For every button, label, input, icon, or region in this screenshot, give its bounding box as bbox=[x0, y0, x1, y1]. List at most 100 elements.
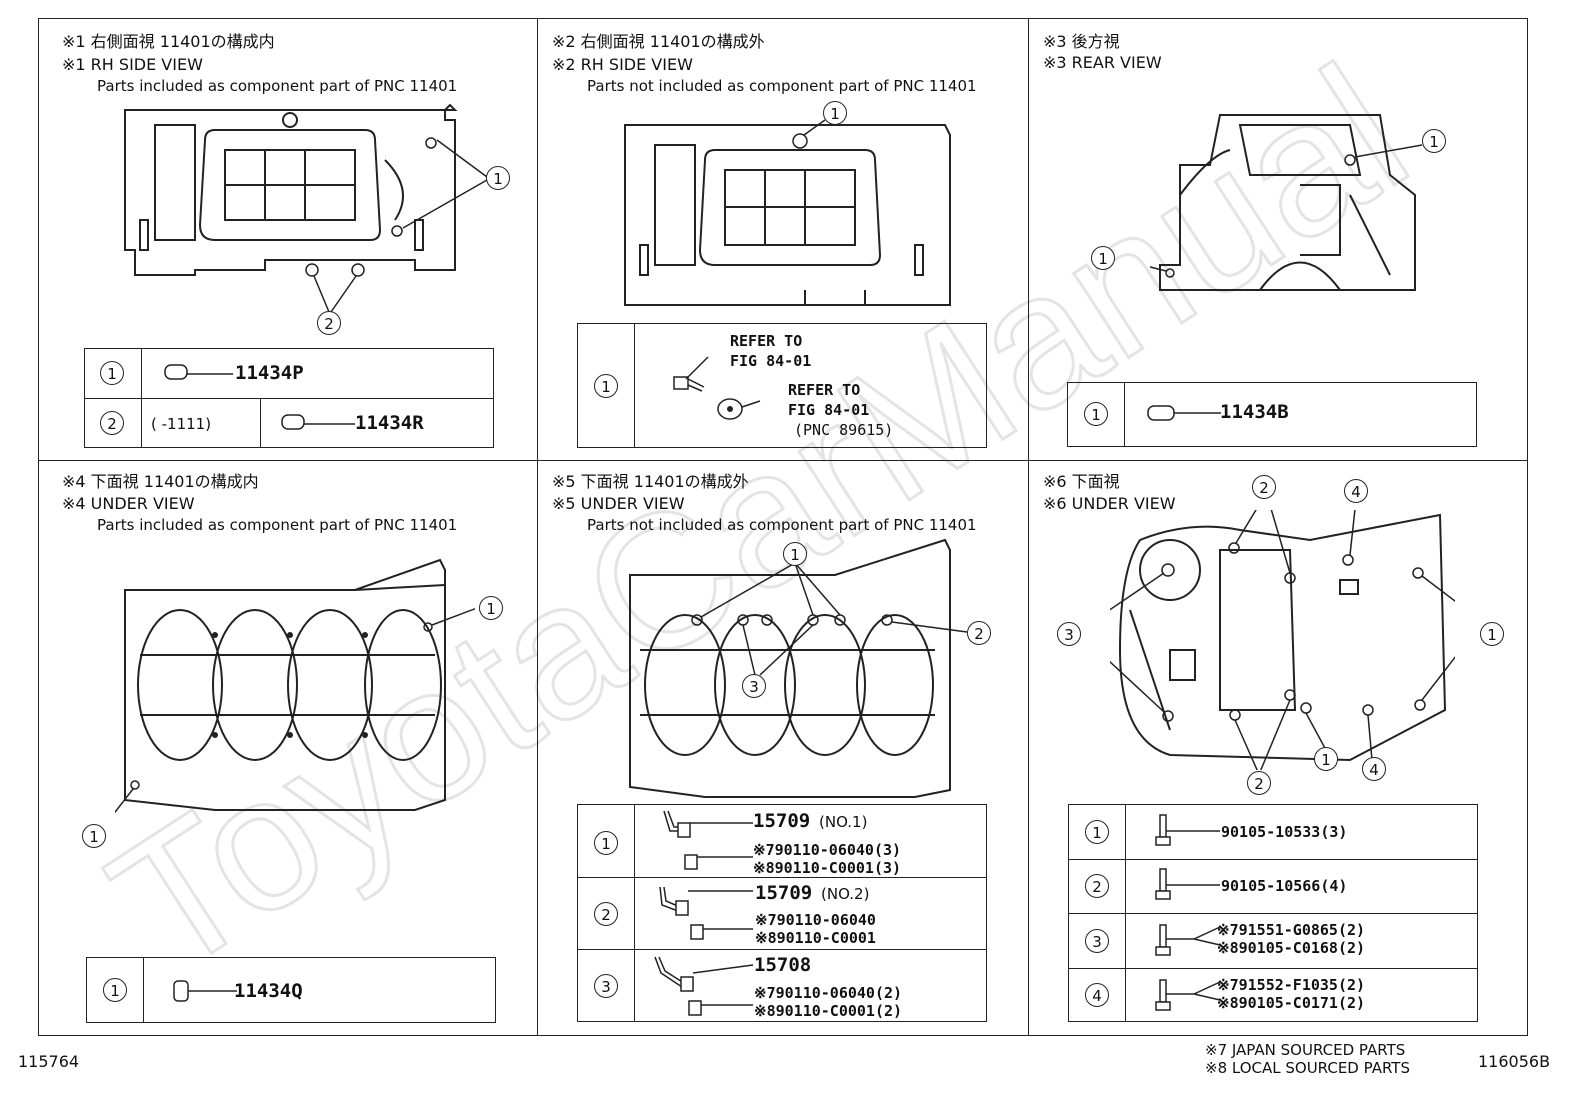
callout-4: 4 bbox=[1344, 479, 1368, 503]
bolt-part-number: 90105-10566(4) bbox=[1221, 877, 1348, 895]
callout-1: 1 bbox=[1091, 246, 1115, 270]
callout-2: 2 bbox=[317, 311, 341, 335]
row-marker-1: 1 bbox=[594, 374, 618, 398]
panel-title-en: ※5 UNDER VIEW bbox=[552, 494, 685, 513]
engine-block-side-drawing bbox=[624, 119, 951, 306]
row-marker-1: 1 bbox=[1085, 820, 1109, 844]
grid-divider bbox=[1028, 18, 1029, 1036]
bolt-icon bbox=[1155, 979, 1221, 1011]
table-row-divider bbox=[578, 949, 986, 950]
table-divider bbox=[634, 805, 635, 1021]
part-number: 11434B bbox=[1220, 401, 1289, 423]
refer-text: REFER TO bbox=[730, 332, 803, 350]
grid-divider bbox=[537, 18, 538, 1036]
table-row-divider bbox=[1069, 913, 1477, 914]
table-row-divider bbox=[85, 398, 493, 399]
table-row-divider bbox=[1069, 968, 1477, 969]
part-number: 15709 bbox=[755, 882, 813, 904]
bolt-part-jp: ※791552-F1035(2) bbox=[1217, 976, 1366, 994]
part-number: 11434Q bbox=[234, 980, 303, 1002]
bolt-part-local: ※890110-C0001 bbox=[755, 929, 876, 947]
parts-table: 1 11434P 2 ( -1111) 11434R bbox=[84, 348, 494, 448]
diagram-frame bbox=[38, 18, 1528, 1036]
callout-1: 1 bbox=[783, 542, 807, 566]
engine-block-rear-drawing bbox=[1150, 114, 1423, 291]
panel-note: Parts not included as component part of … bbox=[587, 77, 977, 95]
row-marker-3: 3 bbox=[594, 974, 618, 998]
callout-1: 1 bbox=[1422, 129, 1446, 153]
panel-note: Parts included as component part of PNC … bbox=[97, 516, 458, 534]
table-row-divider bbox=[1069, 859, 1477, 860]
panel-note: Parts included as component part of PNC … bbox=[97, 77, 458, 95]
bolt-part-number: 90105-10533(3) bbox=[1221, 823, 1348, 841]
bolt-part-jp: ※791551-G0865(2) bbox=[1217, 921, 1366, 939]
table-row-divider bbox=[578, 877, 986, 878]
part-number: 15708 bbox=[754, 954, 812, 976]
sleeve-icon bbox=[173, 980, 237, 1002]
callout-3: 3 bbox=[1057, 622, 1081, 646]
callout-1: 1 bbox=[1480, 622, 1504, 646]
part-number: 11434R bbox=[355, 412, 424, 434]
bolt-part-jp: ※790110-06040 bbox=[755, 911, 876, 929]
row-marker-4: 4 bbox=[1085, 983, 1109, 1007]
table-divider bbox=[1124, 383, 1125, 446]
bolt-icon bbox=[1155, 868, 1220, 900]
legend-japan-sourced: ※7 JAPAN SOURCED PARTS bbox=[1205, 1041, 1406, 1059]
panel-title-en: ※2 RH SIDE VIEW bbox=[552, 55, 693, 74]
parts-table: 1 REFER TO FIG 84-01 REFER TO FIG 84-01 … bbox=[577, 323, 987, 448]
engine-block-under-drawing bbox=[1110, 510, 1455, 770]
bolt-part-local: ※890110-C0001(3) bbox=[753, 859, 902, 877]
fig-reference[interactable]: FIG 84-01 bbox=[788, 401, 870, 419]
callout-3: 3 bbox=[742, 674, 766, 698]
row-marker-2: 2 bbox=[100, 411, 124, 435]
callout-2: 2 bbox=[1247, 771, 1271, 795]
row-marker-2: 2 bbox=[1085, 874, 1109, 898]
bolt-icon bbox=[1155, 924, 1221, 956]
bolt-part-local: ※890110-C0001(2) bbox=[754, 1002, 903, 1020]
refer-text: REFER TO bbox=[788, 381, 861, 399]
row-marker-1: 1 bbox=[103, 978, 127, 1002]
callout-2: 2 bbox=[1252, 475, 1276, 499]
grid-divider bbox=[38, 460, 1528, 461]
part-number: 11434P bbox=[235, 362, 304, 384]
row-marker-1: 1 bbox=[100, 361, 124, 385]
bolt-part-local: ※890105-C0168(2) bbox=[1217, 939, 1366, 957]
panel-title-jp: ※3 後方視 bbox=[1043, 32, 1120, 51]
bolt-part-jp: ※790110-06040(2) bbox=[754, 984, 903, 1002]
part-tag: (NO.2) bbox=[821, 885, 870, 903]
serial-range: ( -1111) bbox=[151, 415, 212, 433]
callout-1: 1 bbox=[1314, 747, 1338, 771]
parts-table: 1 11434B bbox=[1067, 382, 1477, 447]
oil-jet-icon bbox=[659, 886, 753, 940]
panel-title-jp: ※4 下面視 11401の構成内 bbox=[62, 472, 259, 491]
bolt-icon bbox=[1155, 814, 1220, 846]
sleeve-icon bbox=[281, 414, 355, 430]
parts-table: 1 15709 (NO.1) ※790110-06040(3) ※890110-… bbox=[577, 804, 987, 1022]
sensor-bolt-icon bbox=[673, 356, 761, 420]
pnc-reference: (PNC 89615) bbox=[794, 421, 894, 439]
callout-4: 4 bbox=[1362, 757, 1386, 781]
panel-title-jp: ※2 右側面視 11401の構成外 bbox=[552, 32, 765, 51]
panel-title-en: ※4 UNDER VIEW bbox=[62, 494, 195, 513]
engine-block-under-drawing bbox=[115, 558, 475, 814]
part-tag: (NO.1) bbox=[819, 813, 868, 831]
row-marker-3: 3 bbox=[1085, 929, 1109, 953]
parts-table: 1 90105-10533(3) 2 90105-10566(4) 3 ※791… bbox=[1068, 804, 1478, 1022]
table-divider bbox=[143, 958, 144, 1022]
illustration-id-left: 115764 bbox=[18, 1052, 80, 1071]
callout-1: 1 bbox=[823, 101, 847, 125]
illustration-id-right: 116056B bbox=[1478, 1052, 1551, 1071]
engine-block-side-drawing bbox=[124, 103, 488, 313]
callout-1: 1 bbox=[486, 166, 510, 190]
panel-title-en: ※6 UNDER VIEW bbox=[1043, 494, 1176, 513]
part-number: 15709 bbox=[753, 810, 811, 832]
fig-reference[interactable]: FIG 84-01 bbox=[730, 352, 812, 370]
bolt-part-jp: ※790110-06040(3) bbox=[753, 841, 902, 859]
engine-block-under-drawing bbox=[629, 538, 968, 798]
parts-table: 1 11434Q bbox=[86, 957, 496, 1023]
row-marker-2: 2 bbox=[594, 902, 618, 926]
callout-1: 1 bbox=[82, 824, 106, 848]
legend-local-sourced: ※8 LOCAL SOURCED PARTS bbox=[1205, 1059, 1410, 1077]
row-marker-1: 1 bbox=[1084, 402, 1108, 426]
sleeve-icon bbox=[1147, 405, 1221, 421]
